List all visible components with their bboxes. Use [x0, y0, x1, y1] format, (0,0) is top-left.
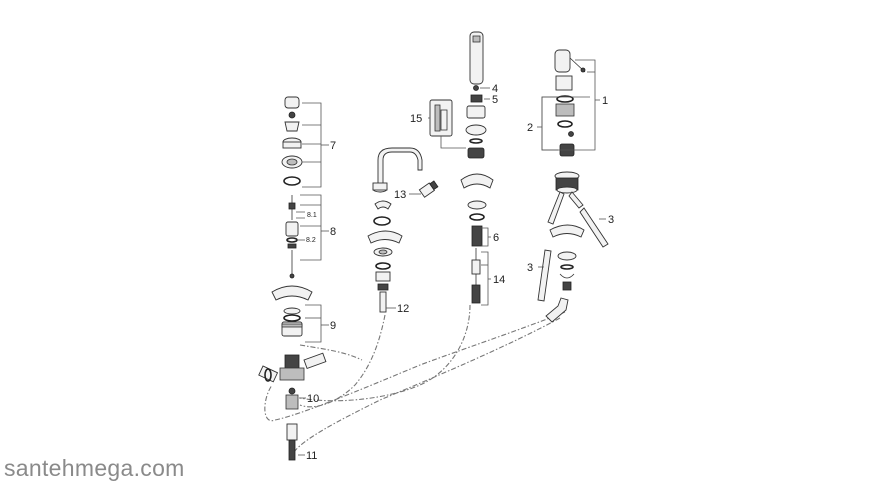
callout-6: 6 [493, 232, 499, 244]
callout-8-2: 8.2 [306, 237, 316, 244]
callout-7: 7 [330, 140, 336, 152]
callout-5: 5 [492, 94, 498, 106]
callout-3a: 3 [608, 214, 614, 226]
callout-2: 2 [527, 122, 533, 134]
callout-1: 1 [602, 95, 608, 107]
left-valve-assembly [258, 96, 327, 461]
callout-8-1: 8.1 [307, 212, 317, 219]
hand-shower-assembly [429, 31, 494, 304]
callout-10: 10 [307, 393, 319, 405]
spout-assembly [367, 147, 439, 313]
callout-4: 4 [492, 83, 498, 95]
callout-8: 8 [330, 226, 336, 238]
callout-13: 13 [394, 189, 406, 201]
callout-11: 11 [306, 450, 317, 462]
callout-14: 14 [493, 274, 505, 286]
leader-lines [296, 59, 606, 456]
mixer-assembly [537, 49, 609, 323]
callout-15: 15 [410, 113, 422, 125]
hose-lines [264, 304, 566, 456]
callout-labels: 1 2 3 3 4 5 6 7 8 8.1 8.2 9 10 11 12 13 … [306, 83, 614, 462]
callout-12: 12 [397, 303, 409, 315]
callout-9: 9 [330, 320, 336, 332]
site-watermark: santehmega.com [4, 455, 185, 481]
callout-3b: 3 [527, 262, 533, 274]
